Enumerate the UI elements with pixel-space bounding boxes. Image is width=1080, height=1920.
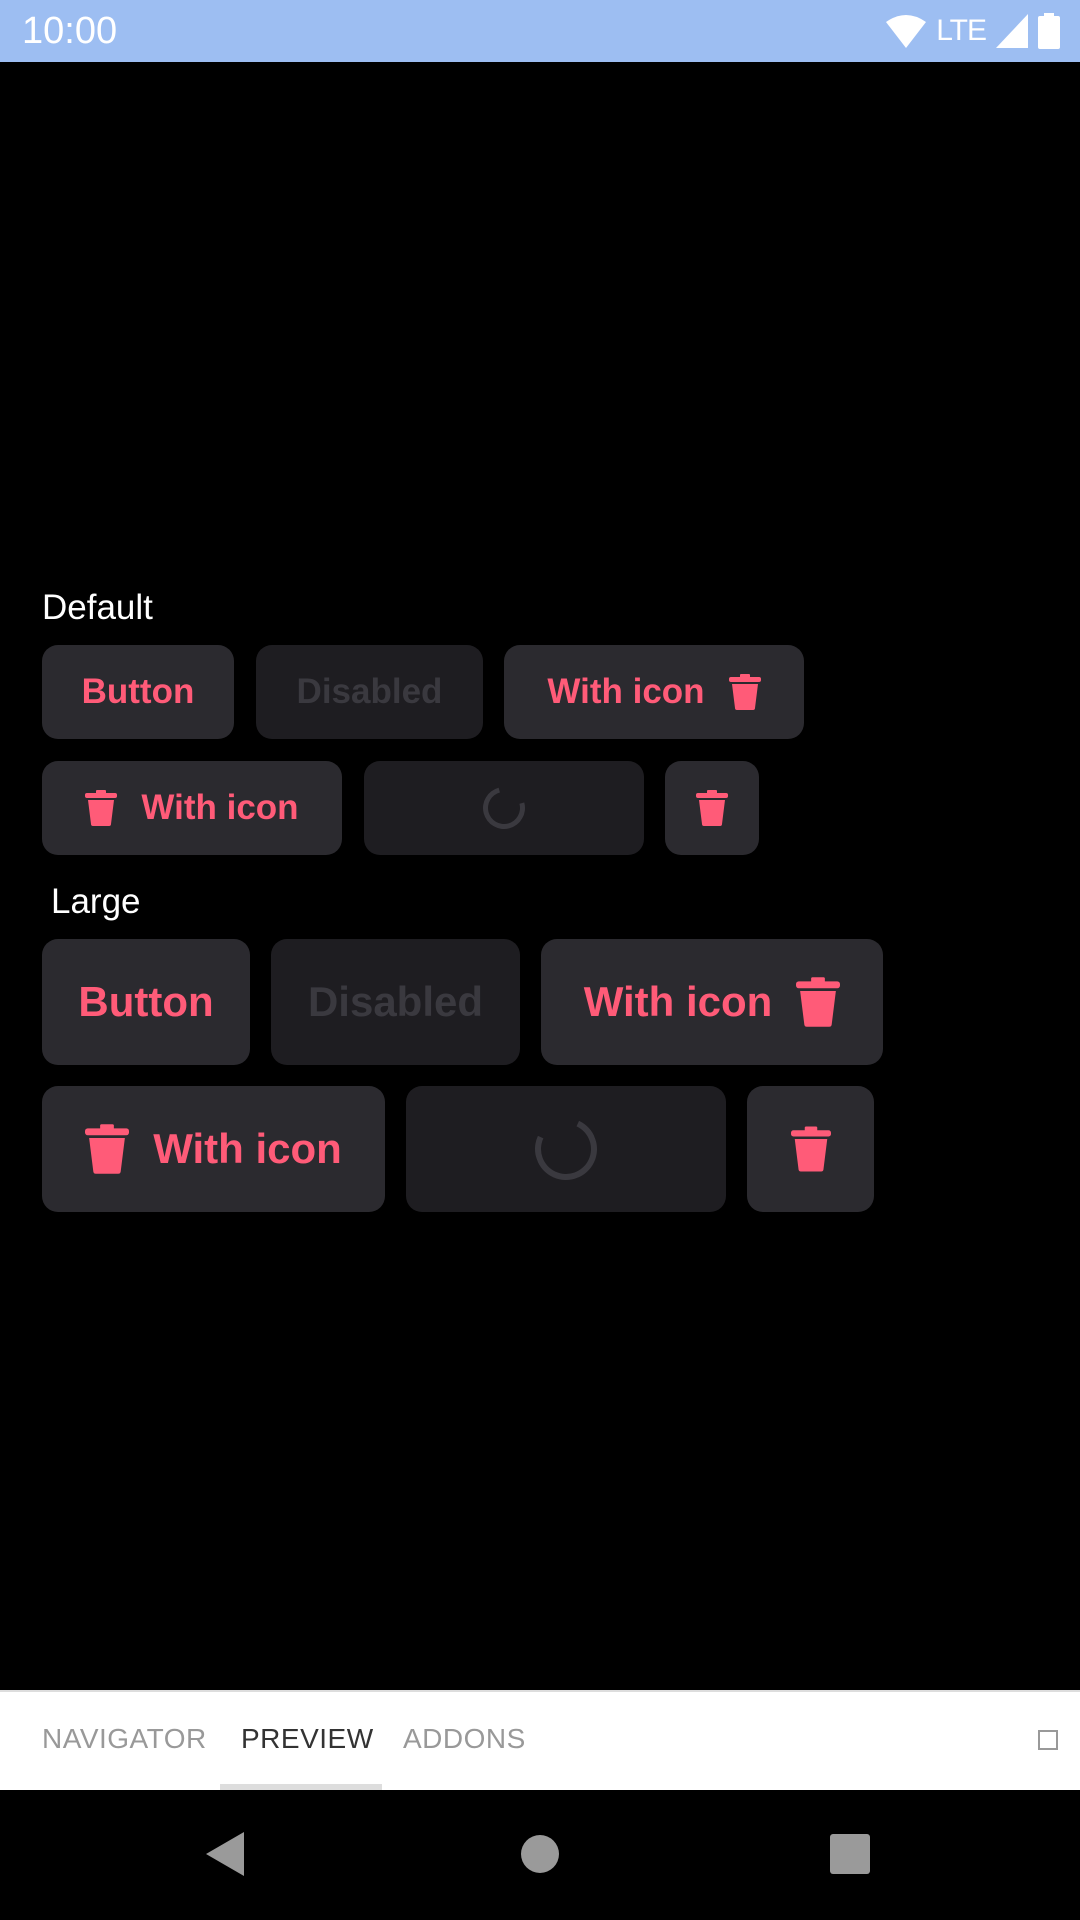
home-icon[interactable] bbox=[520, 1834, 560, 1874]
large-with-icon-right-button[interactable]: With icon bbox=[541, 939, 883, 1065]
default-icon-only-button[interactable] bbox=[665, 761, 759, 855]
fullscreen-toggle-icon[interactable] bbox=[1038, 1730, 1058, 1750]
trash-icon bbox=[696, 790, 728, 826]
button-label: Button bbox=[78, 978, 214, 1025]
wifi-icon bbox=[886, 15, 927, 48]
button-label: Disabled bbox=[296, 672, 443, 711]
default-button[interactable]: Button bbox=[42, 645, 234, 739]
active-tab-indicator bbox=[220, 1784, 382, 1790]
back-icon[interactable] bbox=[206, 1832, 244, 1876]
large-button[interactable]: Button bbox=[42, 939, 250, 1065]
tab-preview[interactable]: PREVIEW bbox=[241, 1723, 374, 1754]
loading-spinner bbox=[475, 779, 533, 837]
section-title-large: Large bbox=[51, 882, 141, 921]
status-time: 10:00 bbox=[22, 10, 118, 52]
status-bar: 10:00 LTE bbox=[0, 0, 1080, 62]
button-label: Button bbox=[81, 672, 195, 711]
tab-addons[interactable]: ADDONS bbox=[403, 1723, 526, 1754]
status-icons: LTE bbox=[886, 13, 1060, 49]
large-with-icon-left-button[interactable]: With icon bbox=[42, 1086, 385, 1212]
button-label: With icon bbox=[153, 1125, 342, 1172]
recents-icon[interactable] bbox=[830, 1834, 870, 1874]
system-navigation-bar bbox=[0, 1790, 1080, 1920]
battery-icon bbox=[1038, 13, 1060, 49]
default-loading-button[interactable] bbox=[364, 761, 644, 855]
default-disabled-button[interactable]: Disabled bbox=[256, 645, 483, 739]
network-type: LTE bbox=[936, 14, 987, 47]
button-label: With icon bbox=[141, 788, 299, 827]
trash-icon bbox=[790, 1126, 831, 1172]
preview-canvas: Default Button Disabled With icon With i… bbox=[0, 62, 1080, 1690]
trash-icon bbox=[85, 790, 118, 826]
large-disabled-button[interactable]: Disabled bbox=[271, 939, 520, 1065]
large-loading-button[interactable] bbox=[406, 1086, 726, 1212]
loading-spinner bbox=[526, 1109, 606, 1189]
default-with-icon-right-button[interactable]: With icon bbox=[504, 645, 804, 739]
default-with-icon-left-button[interactable]: With icon bbox=[42, 761, 342, 855]
button-label: Disabled bbox=[307, 978, 484, 1025]
large-icon-only-button[interactable] bbox=[747, 1086, 874, 1212]
signal-icon bbox=[996, 14, 1028, 48]
storybook-tab-bar: NAVIGATOR PREVIEW ADDONS bbox=[0, 1690, 1080, 1790]
button-label: With icon bbox=[583, 978, 773, 1025]
trash-icon bbox=[728, 674, 761, 710]
trash-icon bbox=[85, 1124, 130, 1174]
section-title-default: Default bbox=[42, 588, 153, 627]
button-label: With icon bbox=[547, 672, 705, 711]
trash-icon bbox=[796, 977, 841, 1027]
tab-navigator[interactable]: NAVIGATOR bbox=[42, 1723, 207, 1754]
